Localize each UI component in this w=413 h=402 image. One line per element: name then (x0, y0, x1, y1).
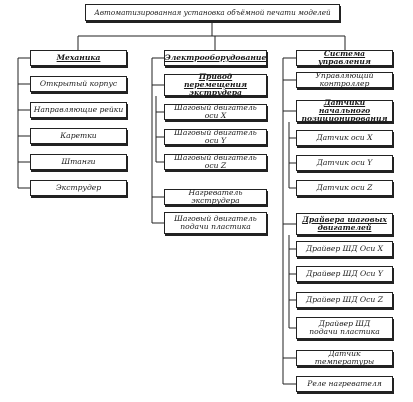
drive-motor-z: Шаговый двигатель оси Z (164, 154, 267, 170)
extruder-heater: Нагреватель экструдера (164, 189, 267, 205)
driver-z: Драйвер ШД Оси Z (296, 292, 393, 308)
control-header: Система управления (296, 50, 393, 66)
driver-x: Драйвер ШД Оси X (296, 241, 393, 257)
main-controller: Управляющий контроллер (296, 72, 393, 88)
mechanics-item-carriages: Каретки (30, 128, 127, 144)
sensor-z: Датчик оси Z (296, 180, 393, 196)
temperature-sensor: Датчик температуры (296, 350, 393, 366)
mechanics-header: Механика (30, 50, 127, 66)
sensors-group-header: Датчики начального позиционирования (296, 99, 393, 123)
root-node: Автоматизированная установка объёмной пе… (85, 4, 340, 21)
driver-filament: Драйвер ШД подачи пластика (296, 317, 393, 339)
driver-y: Драйвер ШД Оси Y (296, 266, 393, 282)
drive-group-header: Привод перемещения экструдера (164, 73, 267, 97)
heater-relay: Реле нагревателя (296, 376, 393, 392)
drive-motor-y: Шаговый двигатель оси Y (164, 129, 267, 145)
sensor-y: Датчик оси Y (296, 155, 393, 171)
mechanics-item-case: Открытый корпус (30, 76, 127, 92)
sensor-x: Датчик оси X (296, 130, 393, 146)
mechanics-item-rails: Направляющие рейки (30, 102, 127, 118)
filament-feed-motor: Шаговый двигатель подачи пластика (164, 212, 267, 234)
mechanics-item-extruder: Экструдер (30, 180, 127, 196)
electrical-header: Электрооборудование (164, 50, 267, 66)
drive-motor-x: Шаговый двигатель оси X (164, 104, 267, 120)
mechanics-item-rods: Штанги (30, 154, 127, 170)
drivers-group-header: Драйвера шаговых двигателей (296, 213, 393, 235)
